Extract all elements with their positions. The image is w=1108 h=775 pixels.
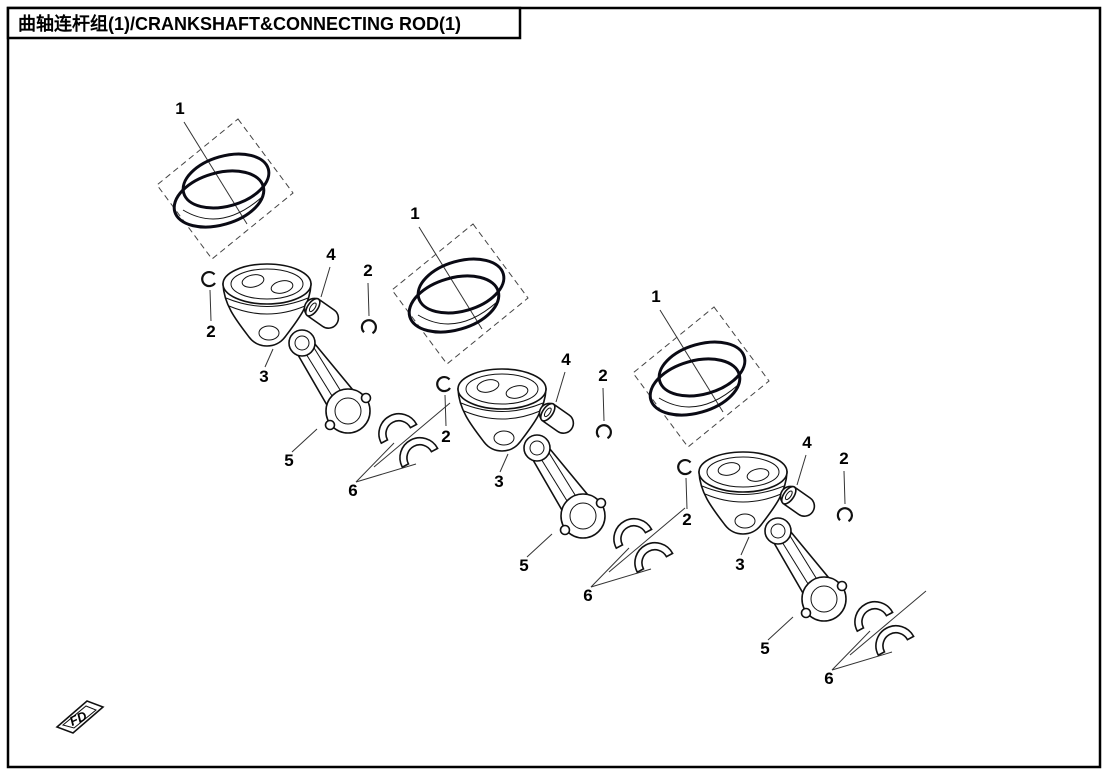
page-title: 曲轴连杆组(1)/CRANKSHAFT&CONNECTING ROD(1)	[18, 13, 461, 34]
callout-piston: 3	[259, 367, 268, 386]
callout-circlip-right: 2	[839, 449, 848, 468]
assembly-art	[392, 224, 685, 587]
callout-circlip-left: 2	[682, 510, 691, 529]
callout-circlip-left: 2	[206, 322, 215, 341]
callout-piston-pin: 4	[326, 245, 336, 264]
callout-connecting-rod: 5	[519, 556, 528, 575]
callout-circlip-right: 2	[363, 261, 372, 280]
assembly-art	[157, 119, 450, 482]
logo-text: FD	[67, 708, 90, 729]
logo-outline	[55, 700, 105, 734]
callout-bearing-shell: 6	[824, 669, 833, 688]
callout-bearing-shell: 6	[348, 481, 357, 500]
callout-ring-set: 1	[175, 99, 184, 118]
brand-logo: FD	[55, 700, 105, 734]
callout-ring-set: 1	[410, 204, 419, 223]
callout-circlip-left: 2	[441, 427, 450, 446]
callout-piston-pin: 4	[802, 433, 812, 452]
callout-piston-pin: 4	[561, 350, 571, 369]
callout-circlip-right: 2	[598, 366, 607, 385]
callout-bearing-shell: 6	[583, 586, 592, 605]
piston-assembly-2: 1 2 4 2 3 5 6	[392, 204, 685, 605]
callout-connecting-rod: 5	[284, 451, 293, 470]
page-border	[6, 6, 1102, 769]
logo-inner-outline	[61, 705, 97, 729]
callout-piston: 3	[494, 472, 503, 491]
callout-ring-set: 1	[651, 287, 660, 306]
title-block: 曲轴连杆组(1)/CRANKSHAFT&CONNECTING ROD(1)	[6, 6, 522, 40]
piston-assembly-3: 1 2 4 2 3 5 6	[633, 287, 926, 688]
piston-assembly-1: 1 2 4 2 3 5 6	[157, 99, 450, 500]
title-box	[6, 6, 522, 40]
callout-connecting-rod: 5	[760, 639, 769, 658]
assembly-art	[633, 307, 926, 670]
callout-piston: 3	[735, 555, 744, 574]
